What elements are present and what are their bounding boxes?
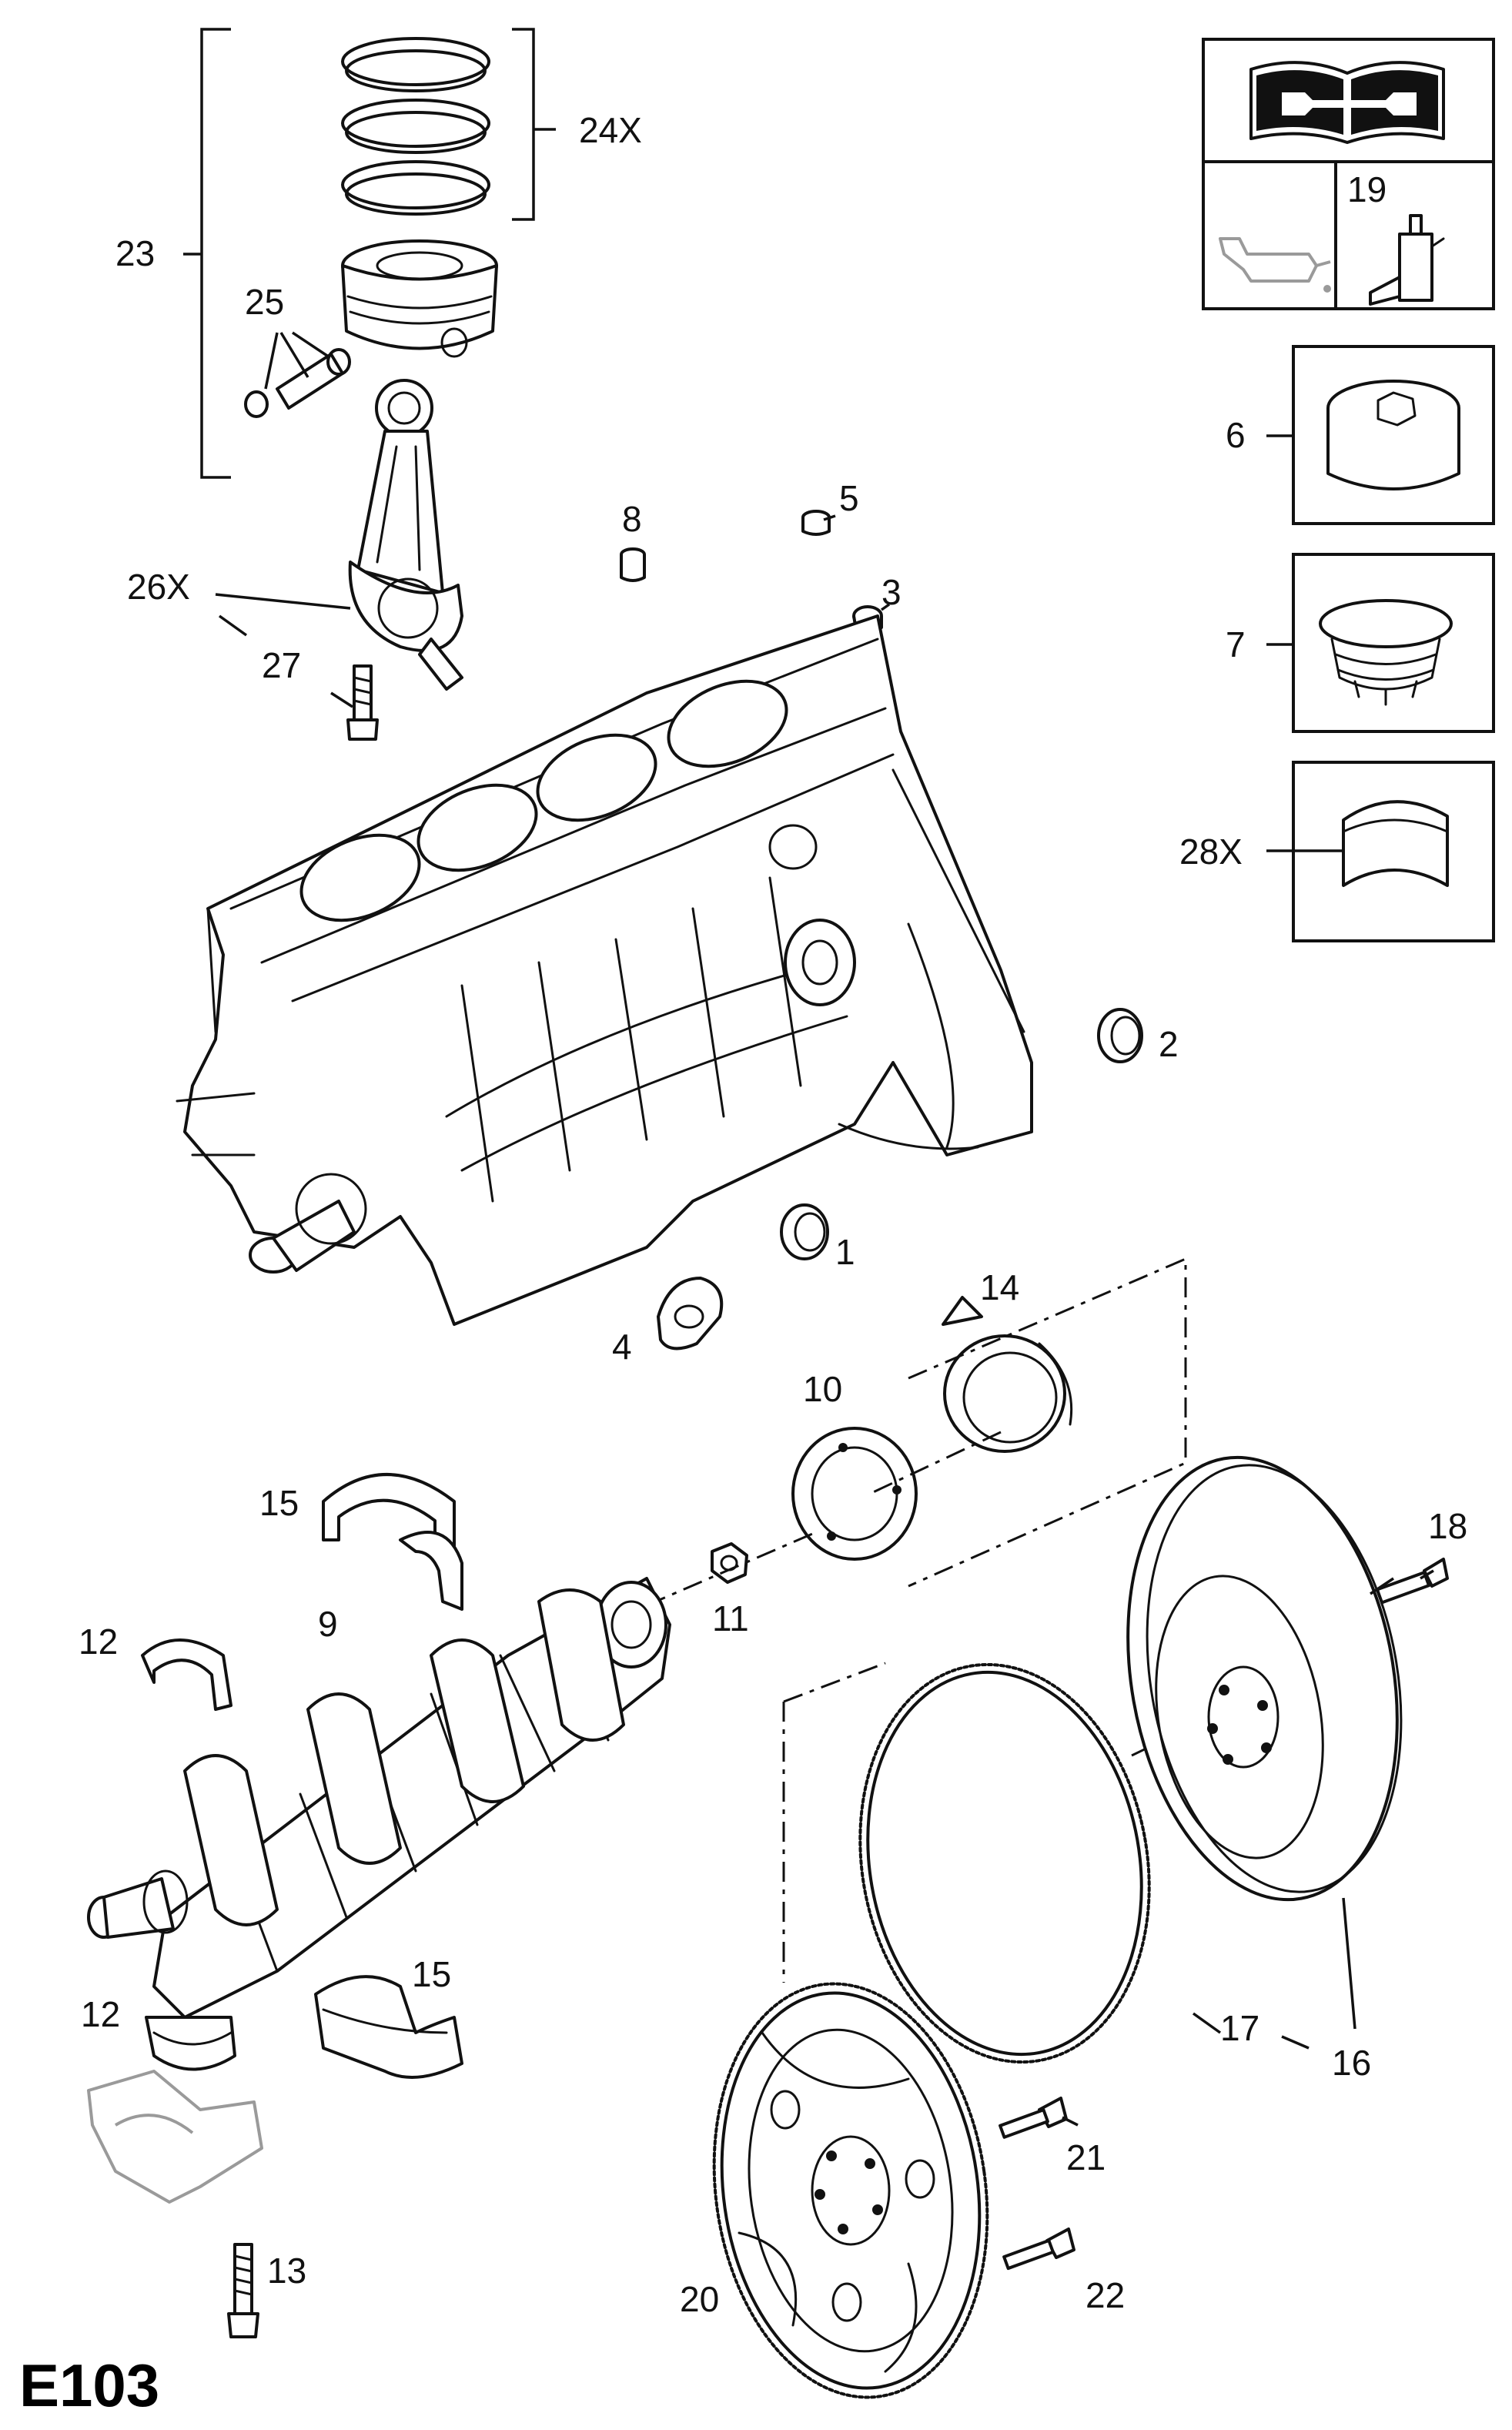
panel-part-7[interactable] xyxy=(1292,553,1495,733)
bolt-22[interactable] xyxy=(1002,2228,1075,2271)
assembly-line-lower xyxy=(782,1646,1356,1983)
callout-12b: 12 xyxy=(81,1994,120,2034)
callout-6: 6 xyxy=(1226,415,1246,455)
callout-16: 16 xyxy=(1332,2043,1371,2083)
connecting-rod[interactable] xyxy=(348,379,463,691)
flywheel-bolt-18[interactable] xyxy=(1375,1558,1449,1605)
callout-26x: 26X xyxy=(127,567,190,607)
main-bearing-upper-15[interactable] xyxy=(322,1473,463,1611)
gasket-4[interactable] xyxy=(657,1277,724,1351)
legend-panel xyxy=(1202,38,1495,310)
seal-ring-2[interactable] xyxy=(1097,1008,1143,1063)
flywheel-16[interactable] xyxy=(1095,1436,1433,1921)
callout-2: 2 xyxy=(1159,1024,1179,1064)
callout-5: 5 xyxy=(839,478,859,518)
rear-main-seal-14[interactable] xyxy=(942,1296,1073,1453)
oil-pump-plate-10[interactable] xyxy=(791,1427,918,1561)
panel-part-6[interactable] xyxy=(1292,345,1495,525)
panel-part-28x[interactable] xyxy=(1292,761,1495,942)
callout-27: 27 xyxy=(262,645,301,685)
oil-can-icon xyxy=(1219,237,1331,293)
open-book-wrench-icon xyxy=(1249,61,1445,144)
callout-12a: 12 xyxy=(79,1622,118,1662)
cylinder-block[interactable] xyxy=(176,614,1033,1326)
main-bearing-lower-15[interactable] xyxy=(314,1975,463,2079)
callout-13: 13 xyxy=(267,2251,306,2291)
piston-ring-set[interactable] xyxy=(341,37,490,216)
bolt-21[interactable] xyxy=(999,2097,1068,2139)
callout-28x: 28X xyxy=(1179,832,1243,872)
callout-14: 14 xyxy=(980,1267,1019,1307)
callout-labels: 1 2 3 4 5 6 7 8 9 10 11 12 12 13 14 15 1… xyxy=(79,110,1467,2319)
callout-7: 7 xyxy=(1226,624,1246,664)
callout-4: 4 xyxy=(612,1327,632,1367)
callout-20: 20 xyxy=(680,2279,719,2319)
piston-pin-and-clips[interactable] xyxy=(244,331,351,418)
crankshaft[interactable] xyxy=(87,1577,671,2019)
piston[interactable] xyxy=(341,239,498,358)
ring-gear-17[interactable] xyxy=(830,1642,1180,2085)
bracket-23 xyxy=(183,28,231,479)
callout-21: 21 xyxy=(1066,2137,1106,2177)
callout-15b: 15 xyxy=(412,1954,451,1994)
assembly-line-upper xyxy=(646,1257,1187,1607)
bearing-cap-ghost xyxy=(87,2070,263,2204)
callout-24x: 24X xyxy=(579,110,642,150)
callout-19: 19 xyxy=(1347,169,1387,209)
main-bearing-lower-12[interactable] xyxy=(145,2016,236,2071)
nut-11[interactable] xyxy=(711,1542,748,1584)
callout-9: 9 xyxy=(318,1604,338,1644)
callout-18: 18 xyxy=(1428,1506,1467,1546)
callout-25: 25 xyxy=(245,282,284,322)
callout-10: 10 xyxy=(803,1369,842,1409)
callout-15a: 15 xyxy=(259,1483,299,1523)
sealant-bottle-icon xyxy=(1369,214,1445,306)
callout-23: 23 xyxy=(115,233,155,273)
callout-17: 17 xyxy=(1220,2008,1259,2048)
main-bearing-upper-12[interactable] xyxy=(141,1638,232,1711)
callout-8: 8 xyxy=(622,499,642,539)
callout-11: 11 xyxy=(712,1598,749,1638)
seal-ring-1[interactable] xyxy=(780,1203,829,1260)
plug-8[interactable] xyxy=(620,547,646,582)
main-bearing-bolt-13[interactable] xyxy=(227,2243,259,2338)
callout-1: 1 xyxy=(835,1232,855,1272)
callout-22: 22 xyxy=(1085,2275,1125,2315)
flex-plate-20[interactable] xyxy=(688,1966,1013,2415)
page-code: E103 xyxy=(19,2351,159,2419)
callout-3: 3 xyxy=(881,572,902,612)
bracket-24x xyxy=(512,28,556,221)
plug-5[interactable] xyxy=(801,510,831,536)
connecting-rod-bolt[interactable] xyxy=(346,664,379,741)
